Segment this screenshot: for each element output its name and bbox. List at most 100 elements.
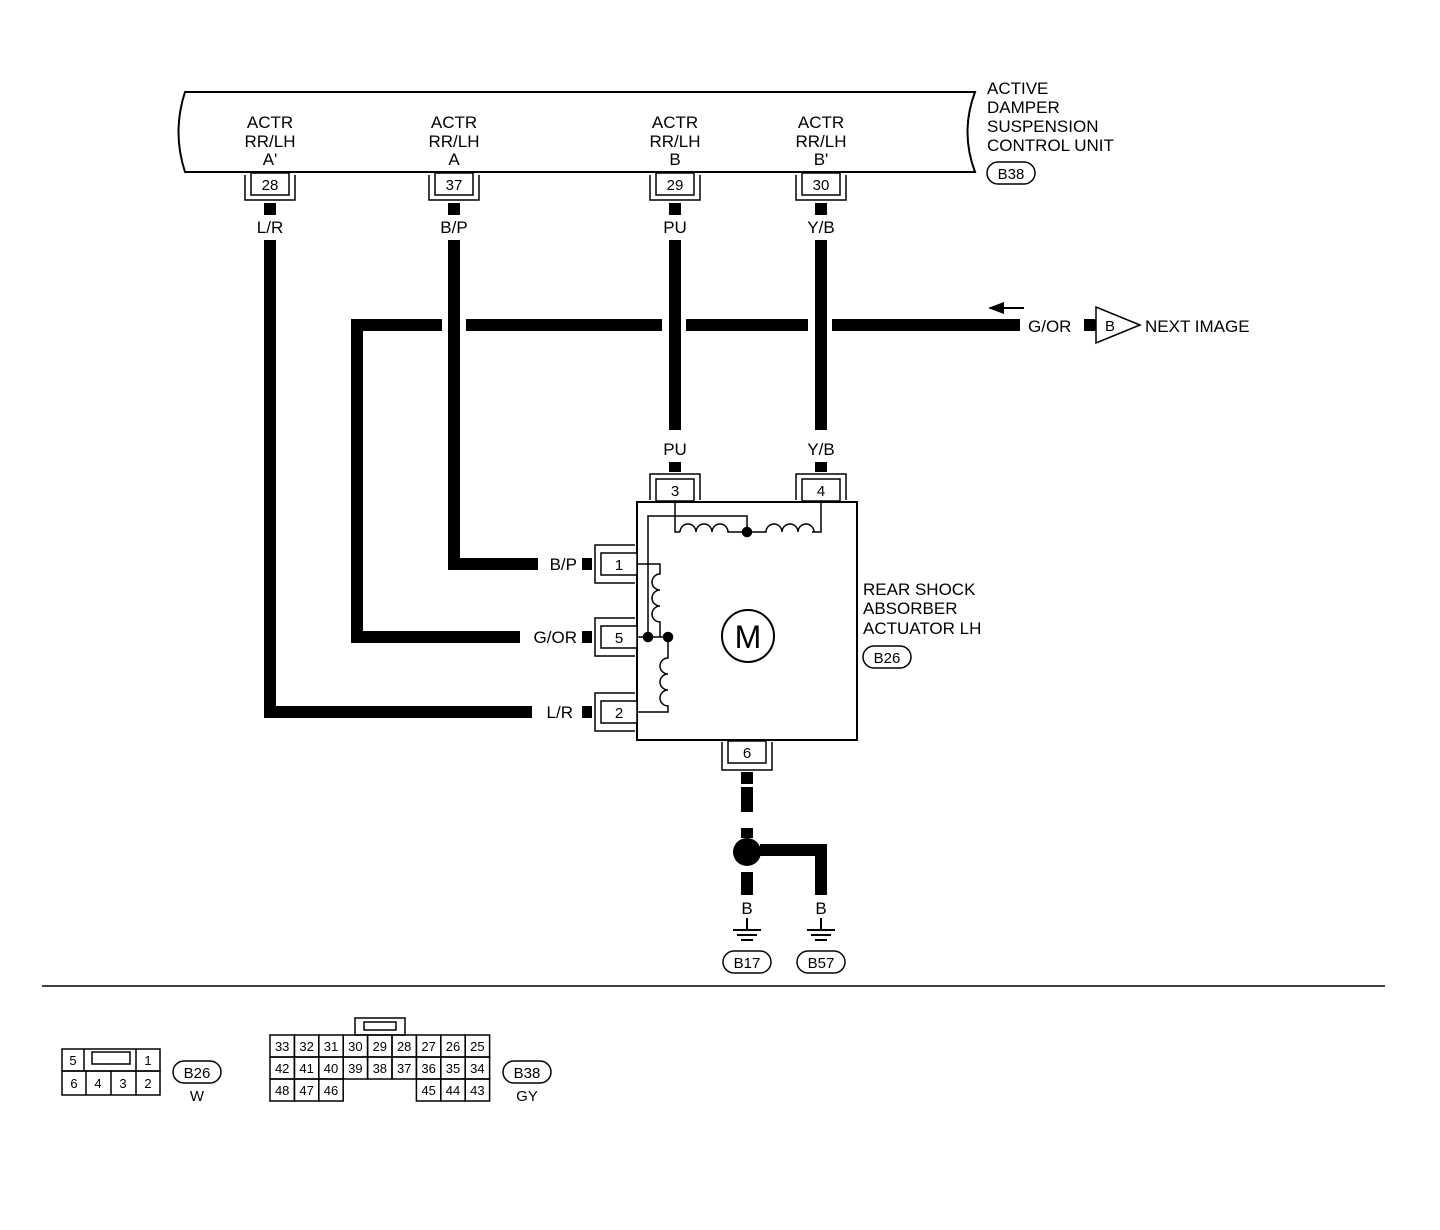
svg-text:B': B'	[814, 150, 829, 169]
connector-view-b26: 5 1 6 4 3 2 B26 W	[61, 1048, 222, 1105]
connector-cavity	[318, 1078, 344, 1102]
svg-text:RR/LH: RR/LH	[244, 132, 295, 151]
svg-text:B38: B38	[998, 166, 1025, 183]
svg-text:1: 1	[615, 557, 623, 574]
connector-pin-number: 29	[373, 1039, 387, 1054]
connector-pin-number: 42	[275, 1061, 289, 1076]
svg-text:6: 6	[70, 1076, 77, 1091]
svg-text:29: 29	[667, 177, 684, 194]
svg-text:3: 3	[119, 1076, 126, 1091]
svg-text:30: 30	[813, 177, 830, 194]
svg-text:B: B	[741, 791, 752, 810]
svg-text:RR/LH: RR/LH	[795, 132, 846, 151]
connector-pin-number: 25	[470, 1039, 484, 1054]
svg-text:B/P: B/P	[440, 218, 467, 237]
svg-text:2: 2	[144, 1076, 151, 1091]
wires	[264, 240, 1020, 895]
terminal-29: ACTR RR/LH B 29 PU	[649, 113, 701, 237]
connector-pin-number: 41	[299, 1061, 313, 1076]
connector-pin-number: 36	[421, 1061, 435, 1076]
svg-text:PU: PU	[663, 218, 687, 237]
terminal-30: ACTR RR/LH B' 30 Y/B	[795, 113, 847, 237]
svg-text:ABSORBER: ABSORBER	[863, 599, 957, 618]
svg-text:RR/LH: RR/LH	[649, 132, 700, 151]
connector-pin-number: 40	[324, 1061, 338, 1076]
svg-text:2: 2	[615, 705, 623, 722]
svg-text:4: 4	[817, 483, 825, 500]
svg-text:CONTROL UNIT: CONTROL UNIT	[987, 136, 1114, 155]
svg-text:Y/B: Y/B	[807, 218, 834, 237]
svg-text:5: 5	[615, 630, 623, 647]
wire-ground-b57	[760, 844, 827, 895]
connector-pin-number: 47	[299, 1083, 313, 1098]
connector-pin-number: 43	[470, 1083, 484, 1098]
connector-pin-number: 35	[446, 1061, 460, 1076]
svg-text:B: B	[815, 899, 826, 918]
actuator-pin-5: G/OR 5	[534, 617, 638, 657]
connector-pin-number: 34	[470, 1061, 484, 1076]
connector-pin-number: 28	[397, 1039, 411, 1054]
wire-b-p	[448, 240, 538, 570]
actuator-name: REAR SHOCK ABSORBER ACTUATOR LH	[863, 580, 981, 638]
actuator-connector-badge: B26	[862, 645, 912, 669]
svg-text:G/OR: G/OR	[1028, 317, 1071, 336]
svg-text:Y/B: Y/B	[807, 440, 834, 459]
svg-text:M: M	[735, 619, 762, 655]
svg-text:37: 37	[446, 177, 463, 194]
connector-pin-number: 38	[373, 1061, 387, 1076]
connector-pin-number: 46	[324, 1083, 338, 1098]
connector-pin-number: 32	[299, 1039, 313, 1054]
svg-text:B57: B57	[808, 955, 835, 972]
actuator-pin-3: PU 3	[649, 440, 701, 502]
svg-text:B26: B26	[874, 650, 901, 667]
svg-text:B: B	[741, 899, 752, 918]
control-unit-name: ACTIVE DAMPER SUSPENSION CONTROL UNIT	[987, 79, 1114, 155]
svg-text:B38: B38	[514, 1065, 541, 1082]
svg-text:PU: PU	[663, 440, 687, 459]
svg-text:RR/LH: RR/LH	[428, 132, 479, 151]
actuator-pin-6: 6 B	[721, 740, 773, 810]
svg-text:REAR SHOCK: REAR SHOCK	[863, 580, 976, 599]
control-unit-connector-badge: B38	[986, 161, 1036, 185]
svg-text:4: 4	[94, 1076, 101, 1091]
svg-text:3: 3	[671, 483, 679, 500]
wire-l-r	[264, 240, 532, 718]
svg-text:B26: B26	[184, 1065, 211, 1082]
svg-text:28: 28	[262, 177, 279, 194]
svg-text:SUSPENSION: SUSPENSION	[987, 117, 1098, 136]
control-unit-outline	[177, 91, 977, 173]
terminal-37: ACTR RR/LH A 37 B/P	[428, 113, 480, 237]
svg-text:A': A'	[263, 150, 278, 169]
actuator-pin-1: B/P 1	[550, 544, 638, 584]
svg-text:GY: GY	[516, 1088, 538, 1105]
svg-text:L/R: L/R	[547, 703, 573, 722]
actuator-pin-4: Y/B 4	[795, 440, 847, 502]
svg-text:6: 6	[743, 745, 751, 762]
connector-pin-number: 45	[421, 1083, 435, 1098]
connector-pin-number: 30	[348, 1039, 362, 1054]
svg-text:A: A	[448, 150, 460, 169]
wire-g-or	[351, 319, 1020, 643]
terminal-28: ACTR RR/LH A' 28 L/R	[244, 113, 296, 237]
svg-text:ACTR: ACTR	[247, 113, 293, 132]
connector-pin-number: 37	[397, 1061, 411, 1076]
svg-text:L/R: L/R	[257, 218, 283, 237]
next-image-marker: G/OR B NEXT IMAGE	[988, 302, 1250, 345]
svg-text:ACTIVE: ACTIVE	[987, 79, 1048, 98]
svg-text:ACTR: ACTR	[798, 113, 844, 132]
svg-text:B/P: B/P	[550, 555, 577, 574]
connector-pin-number: 27	[421, 1039, 435, 1054]
motor-symbol: M	[721, 609, 775, 663]
ground-b57: B B57	[796, 899, 846, 974]
svg-text:1: 1	[144, 1053, 151, 1068]
connector-pin-number: 48	[275, 1083, 289, 1098]
connector-pin-number: 31	[324, 1039, 338, 1054]
svg-text:ACTR: ACTR	[652, 113, 698, 132]
ground-b17: B B17	[722, 899, 772, 974]
svg-text:ACTR: ACTR	[431, 113, 477, 132]
svg-text:ACTUATOR LH: ACTUATOR LH	[863, 619, 981, 638]
svg-text:B: B	[1105, 318, 1115, 335]
svg-text:B17: B17	[734, 955, 761, 972]
